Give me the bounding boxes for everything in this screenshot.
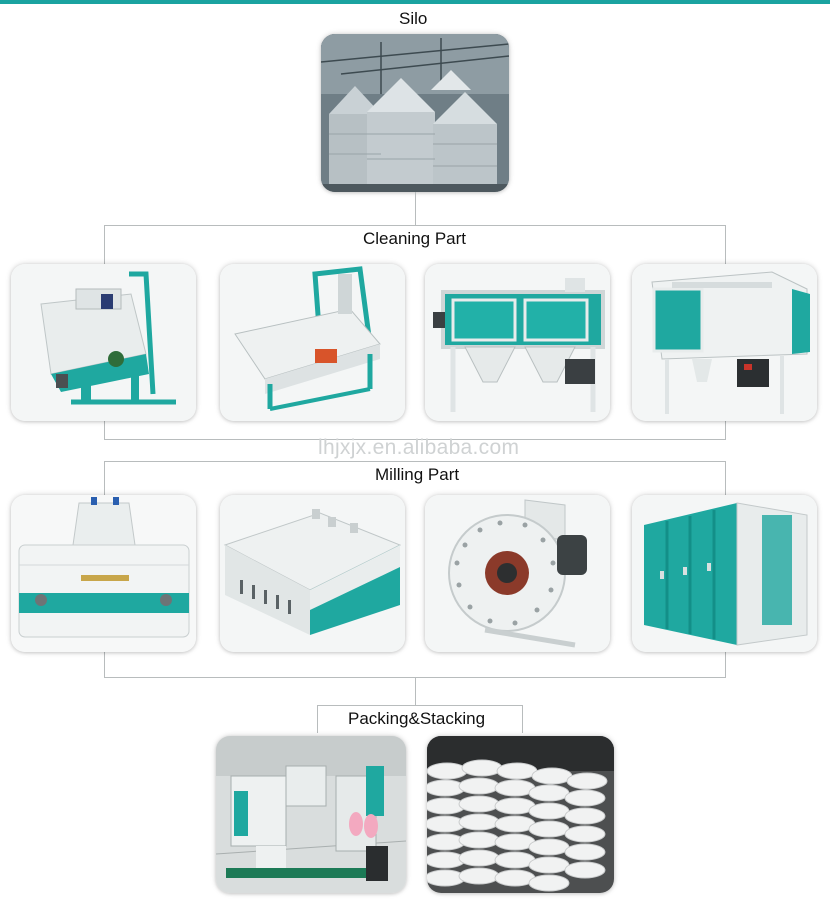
cleaning-machine-4	[632, 264, 817, 421]
cleaning-title: Cleaning Part	[360, 229, 470, 249]
silo-image	[321, 34, 509, 192]
connector-packing-right	[522, 705, 523, 733]
cleaning-machine-2	[220, 264, 405, 421]
connector-milling-top	[104, 461, 726, 462]
connector-cleaning-bottom	[104, 439, 726, 440]
silo-title: Silo	[399, 9, 428, 28]
cleaning-machine-1	[11, 264, 196, 421]
packing-title: Packing&Stacking	[345, 709, 489, 729]
cleaning-machine-3	[425, 264, 610, 421]
milling-machine-1	[11, 495, 196, 652]
stacking-bags-image	[427, 736, 614, 893]
connector-silo-down	[415, 192, 416, 225]
milling-title: Milling Part	[372, 465, 463, 485]
connector-packing-down	[415, 677, 416, 705]
packing-machine-image	[216, 736, 406, 893]
connector-packing-left	[317, 705, 318, 733]
milling-machine-3	[425, 495, 610, 652]
connector-cleaning-top	[104, 225, 726, 226]
watermark: lhjxjx.en.alibaba.com	[318, 436, 520, 459]
connector-packing-top	[317, 705, 523, 706]
top-accent-bar	[0, 0, 830, 4]
milling-machine-2	[220, 495, 405, 652]
milling-machine-4	[632, 495, 817, 652]
